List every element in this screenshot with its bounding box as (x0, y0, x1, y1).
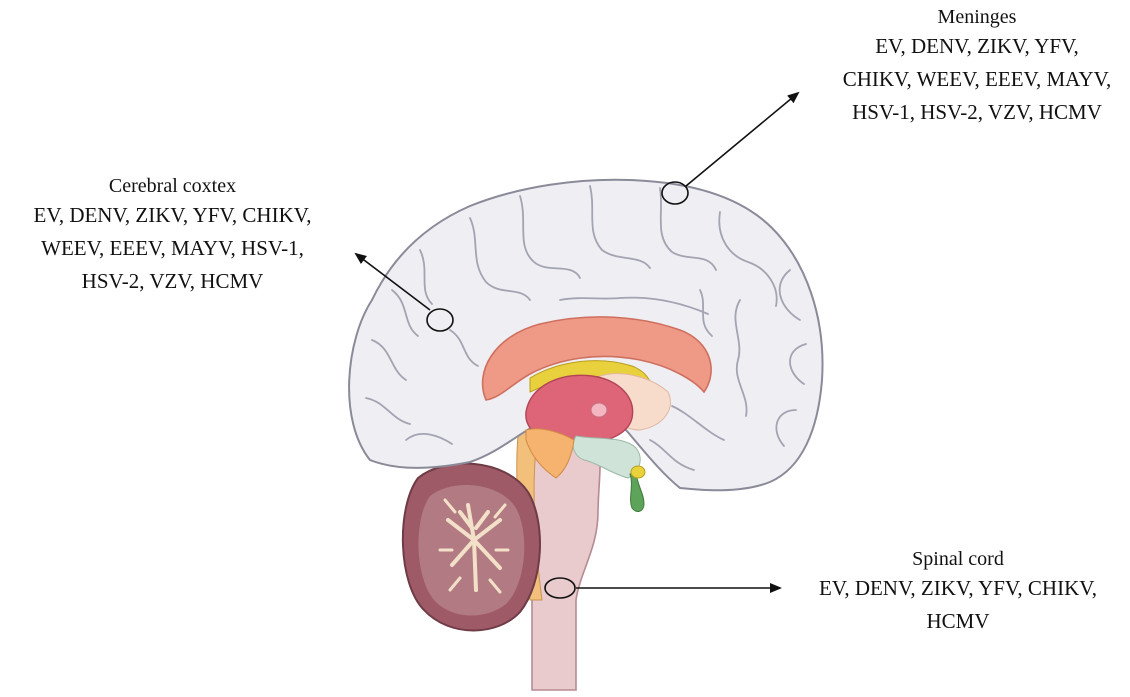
interthalamic-adhesion (590, 402, 608, 418)
cerebral-cortex-line-1: EV, DENV, ZIKV, YFV, CHIKV, (33, 203, 312, 227)
meninges-line-2: CHIKV, WEEV, EEEV, MAYV, (842, 67, 1112, 91)
midbrain (525, 428, 575, 479)
meninges-line-3: HSV-1, HSV-2, VZV, HCMV (852, 100, 1102, 124)
cortex-sulci (365, 185, 807, 471)
cerebral-cortex-line-3: HSV-2, VZV, HCMV (81, 269, 264, 293)
meninges-arrow (685, 91, 800, 187)
hypothalamus (572, 435, 641, 479)
cerebral-cortex-line-2: WEEV, EEEV, MAYV, HSV-1, (41, 236, 304, 260)
spinal-cord-line-2: HCMV (926, 609, 990, 633)
spinal-cord-marker (544, 577, 576, 599)
cerebellum (401, 462, 541, 632)
spinal-cord-line-1: EV, DENV, ZIKV, YFV, CHIKV, (819, 576, 1097, 600)
meninges-marker (661, 181, 689, 205)
cortex-arrow (354, 252, 431, 311)
cortex-marker (426, 308, 454, 332)
pituitary (629, 473, 645, 512)
meninges-line-1: EV, DENV, ZIKV, YFV, (875, 34, 1079, 58)
spinal-cord-label: Spinal cord EV, DENV, ZIKV, YFV, CHIKV, … (778, 546, 1130, 638)
corpus-callosum (481, 316, 712, 401)
meninges-label: Meninges EV, DENV, ZIKV, YFV, CHIKV, WEE… (812, 4, 1130, 129)
cerebral-cortex-title: Cerebral coxtex (108, 175, 237, 197)
spinal-cord-title: Spinal cord (912, 548, 1004, 570)
mammillary-body (630, 465, 646, 479)
cerebral-cortex-label: Cerebral coxtex EV, DENV, ZIKV, YFV, CHI… (0, 173, 345, 298)
meninges-title: Meninges (937, 6, 1017, 28)
